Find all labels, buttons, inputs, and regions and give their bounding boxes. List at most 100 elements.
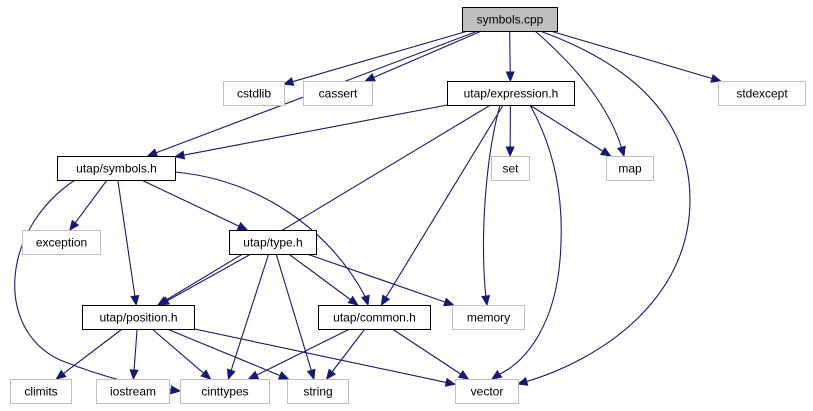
arrowhead <box>505 71 515 83</box>
node-label: cstdlib <box>237 87 271 101</box>
edge-utap-position-h-to-climits <box>55 328 123 380</box>
edge-line <box>534 30 623 150</box>
edge-line <box>529 104 604 153</box>
node-box <box>57 156 176 181</box>
node-utap-common-h[interactable]: utap/common.h <box>318 305 431 330</box>
edge-utap-position-h-to-cinttypes <box>151 328 212 380</box>
arrowhead <box>710 73 722 83</box>
edge-line <box>62 328 123 375</box>
node-box <box>10 379 72 404</box>
arrowhead <box>282 77 295 86</box>
node-box <box>223 81 285 106</box>
edge-line <box>509 30 511 74</box>
node-box <box>96 379 170 404</box>
edge-utap-expression-h-to-memory <box>481 104 501 307</box>
node-label: set <box>502 162 519 176</box>
arrowhead <box>457 369 470 380</box>
edge-line <box>141 179 241 228</box>
edge-utap-position-h-to-vector <box>193 328 457 387</box>
node-cinttypes: cinttypes <box>180 379 270 404</box>
arrowhead <box>130 294 140 307</box>
node-box <box>287 379 349 404</box>
edge-utap-position-h-to-iostream <box>129 328 139 381</box>
arrowhead <box>200 369 212 380</box>
node-label: utap/position.h <box>99 311 177 325</box>
node-utap-position-h[interactable]: utap/position.h <box>82 305 195 330</box>
node-label: cassert <box>319 87 358 101</box>
node-vector: vector <box>455 379 519 404</box>
arrowhead <box>380 294 391 307</box>
edge-utap-symbols-h-to-exception <box>69 179 108 232</box>
edge-utap-type-h-to-cinttypes <box>226 253 270 381</box>
node-label: iostream <box>110 385 156 399</box>
arrowhead <box>347 295 359 306</box>
edge-utap-expression-h-to-utap-position-h <box>156 104 491 306</box>
node-label: string <box>303 385 332 399</box>
node-label: stdexcept <box>736 87 788 101</box>
edge-utap-expression-h-to-utap-common-h <box>380 104 504 307</box>
edge-utap-expression-h-to-set <box>505 104 515 158</box>
edge-line <box>151 328 205 375</box>
edge-line <box>482 104 501 299</box>
edge-symbols-cpp-to-cassert <box>364 30 482 82</box>
edge-line <box>174 171 367 299</box>
edge-utap-symbols-h-to-cinttypes <box>14 179 182 395</box>
edge-line <box>524 30 691 383</box>
node-label: map <box>618 162 642 176</box>
node-label: utap/symbols.h <box>76 162 157 176</box>
node-utap-symbols-h[interactable]: utap/symbols.h <box>57 156 176 181</box>
edge-line <box>230 253 270 372</box>
edge-line <box>166 328 282 377</box>
edge-symbols-cpp-to-utap-expression-h <box>505 30 515 83</box>
edge-line <box>385 104 504 299</box>
node-stdexcept: stdexcept <box>718 81 806 106</box>
edge-utap-expression-h-to-vector <box>490 104 562 380</box>
arrowhead <box>599 147 612 157</box>
edge-line <box>193 328 448 384</box>
node-utap-type-h[interactable]: utap/type.h <box>229 230 317 255</box>
edge-line <box>275 253 313 372</box>
arrowhead <box>129 369 139 381</box>
arrowhead <box>247 370 260 380</box>
node-symbols-cpp[interactable]: symbols.cpp <box>462 7 558 32</box>
arrowhead <box>617 145 626 158</box>
node-box <box>303 81 373 106</box>
arrowhead <box>444 377 457 387</box>
edge-symbols-cpp-to-map <box>534 30 626 158</box>
arrowhead <box>277 371 290 380</box>
node-box <box>452 305 525 330</box>
arrowhead <box>306 368 316 381</box>
node-label: vector <box>471 385 504 399</box>
arrowhead <box>170 385 182 395</box>
edge-line <box>255 328 351 376</box>
arrowhead <box>490 369 503 380</box>
edge-utap-common-h-to-string <box>325 328 366 381</box>
node-label: utap/expression.h <box>464 87 559 101</box>
edge-line <box>74 179 108 224</box>
edge-line <box>331 328 366 373</box>
node-label: symbols.cpp <box>477 13 544 27</box>
node-map: map <box>606 156 654 181</box>
edge-line <box>391 328 462 376</box>
node-cassert: cassert <box>303 81 373 106</box>
arrowhead <box>325 368 337 381</box>
node-box <box>180 379 270 404</box>
edge-line <box>550 30 714 80</box>
node-utap-expression-h[interactable]: utap/expression.h <box>447 81 575 106</box>
arrowhead <box>226 368 236 381</box>
arrowhead <box>505 146 515 158</box>
edge-utap-expression-h-to-map <box>529 104 612 157</box>
node-cstdlib: cstdlib <box>223 81 285 106</box>
edge-utap-type-h-to-string <box>275 253 316 381</box>
node-iostream: iostream <box>96 379 170 404</box>
edge-utap-type-h-to-memory <box>306 253 455 307</box>
node-exception: exception <box>22 230 101 255</box>
node-climits: climits <box>10 379 72 404</box>
edge-line <box>182 104 448 156</box>
arrowhead <box>158 296 171 306</box>
edge-line <box>372 30 482 79</box>
arrowhead <box>69 219 80 232</box>
edge-utap-symbols-h-to-utap-common-h <box>174 171 370 307</box>
arrowhead <box>516 377 529 386</box>
node-memory: memory <box>452 305 525 330</box>
